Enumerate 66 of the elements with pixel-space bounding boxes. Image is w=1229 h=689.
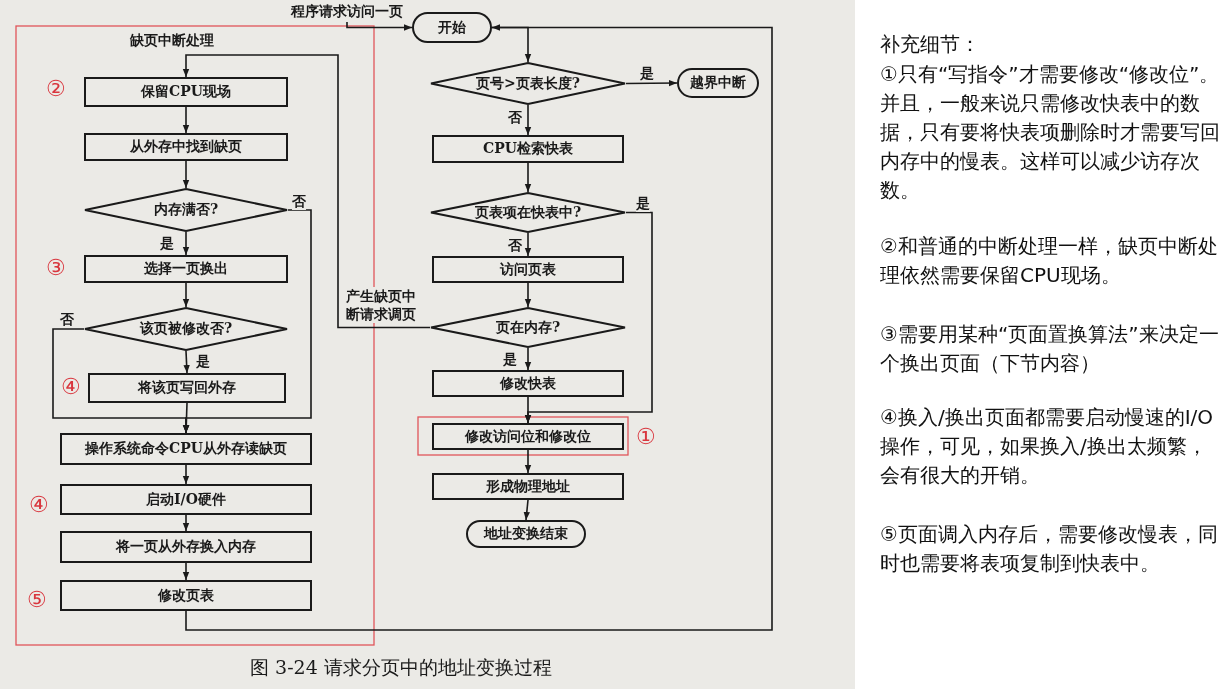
process-box: 将一页从外存换入内存 [60,531,312,563]
callout-number: ② [46,77,66,101]
callout-number: ⑤ [27,588,47,612]
arrow [524,162,532,193]
arrow [524,232,532,257]
process-box: CPU检索快表 [432,135,624,163]
callout-number: ③ [46,256,66,280]
edge-label: 否 [508,108,522,126]
edge-label: 是 [160,234,174,252]
process-box: 访问页表 [432,256,624,283]
arrow [182,54,431,329]
edge-label: 是 [640,64,654,82]
arrow [182,514,190,532]
process-box: 保留CPU现场 [84,77,288,107]
arrow [523,499,530,521]
process-box: 从外存中找到缺页 [84,133,288,161]
arrow [183,402,190,434]
terminal-box: 开始 [412,12,492,43]
process-box: 操作系统命令CPU从外存读缺页 [60,433,312,465]
process-box: 修改快表 [432,370,624,397]
note-text: ③需要用某种“页面置换算法”来决定一个换出页面（下节内容） [880,321,1220,377]
process-box: 启动I/O硬件 [60,484,312,515]
decision-diamond: 页号>页表长度? [430,62,626,105]
arrow [182,562,190,581]
note-text: ④换入/换出页面都需要启动慢速的I/O操作，可见，如果换入/换出太频繁，会有很大的开销。 [880,404,1215,489]
decision-diamond: 内存满否? [84,188,288,232]
terminal-box: 地址变换结束 [466,520,586,548]
start-label: 程序请求访问一页 [282,2,412,22]
figure-caption: 图 3-24 请求分页中的地址变换过程 [250,655,552,680]
arrow [524,449,532,474]
arrow [625,79,678,87]
arrow [182,464,190,485]
arrow [182,160,190,189]
arrow [185,24,773,631]
process-box: 修改页表 [60,580,312,611]
callout-number: ① [636,425,656,449]
decision-diamond: 页表项在快表中? [430,192,626,233]
note-text: ⑤页面调入内存后，需要修改慢表，同时也需要将表项复制到快表中。 [880,521,1219,577]
edge-label: 是 [196,352,210,370]
edge-label: 是 [636,194,650,212]
arrow [346,21,413,31]
arrow [182,282,190,308]
arrow [524,282,532,308]
arrow [182,231,190,256]
note-text: 补充细节： [880,31,981,58]
process-box: 形成物理地址 [432,473,624,500]
note-text: ②和普通的中断处理一样，缺页中断处理依然需要保留CPU现场。 [880,233,1219,289]
decision-diamond: 页在内存? [430,307,626,348]
edge-label: 否 [60,310,74,328]
arrow [182,106,190,134]
arrow [524,396,532,424]
edge-label: 是 [503,350,517,368]
decision-diamond: 该页被修改否? [84,307,288,351]
section-heading: 缺页中断处理 [130,32,214,50]
callout-number: ④ [61,375,81,399]
arrow [524,347,532,371]
process-box: 将该页写回外存 [88,373,286,403]
arrow [524,104,532,136]
terminal-box: 越界中断 [677,68,759,98]
arrow [183,350,190,374]
process-box: 修改访问位和修改位 [432,423,624,450]
callout-number: ④ [29,493,49,517]
edge-label: 否 [508,236,522,254]
edge-label: 否 [292,192,306,210]
note-text: ①只有“写指令”才需要修改“修改位”。并且，一般来说只需修改快表中的数据，只有要将快表项删除时才需要写回内存中的慢表。这样可以减少访存次数。 [880,61,1221,204]
process-box: 选择一页换出 [84,255,288,283]
